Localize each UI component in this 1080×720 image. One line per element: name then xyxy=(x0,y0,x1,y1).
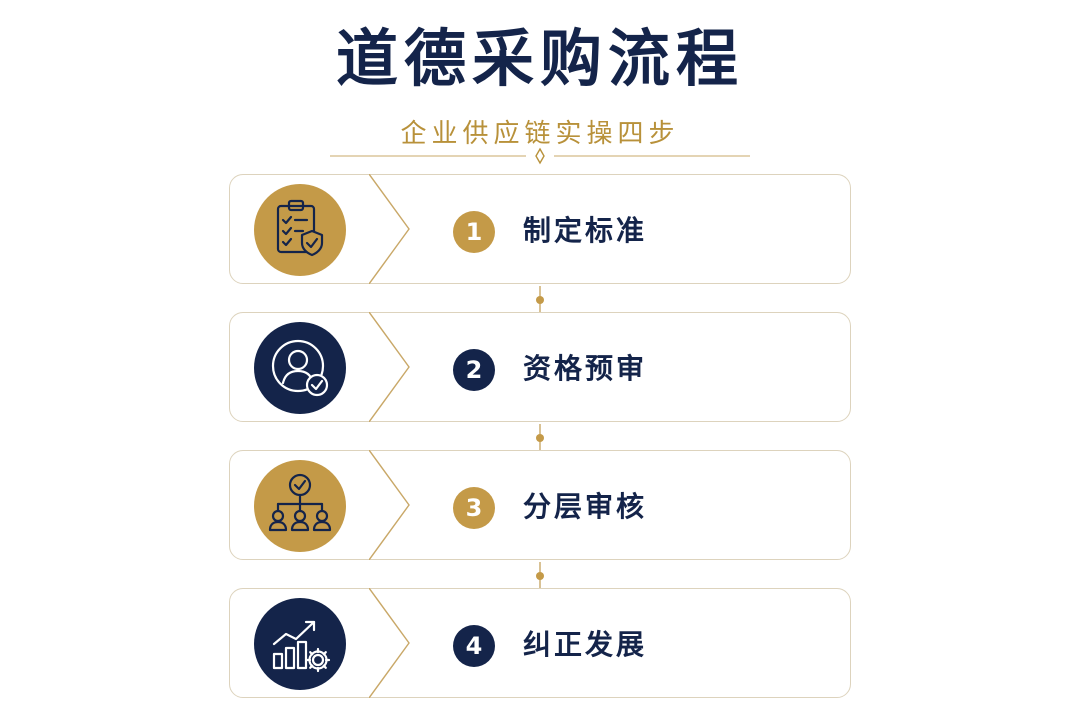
step-card-3[interactable]: 3 分层审核 xyxy=(229,450,851,560)
hierarchy-audit-icon xyxy=(254,460,346,552)
step-number-badge: 3 xyxy=(453,487,495,529)
growth-chart-gear-icon xyxy=(254,598,346,690)
chevron-divider xyxy=(369,174,410,284)
step-card-1[interactable]: 1 制定标准 xyxy=(229,174,851,284)
step-label: 纠正发展 xyxy=(523,628,648,661)
step-number-badge: 4 xyxy=(453,625,495,667)
step-number-badge: 2 xyxy=(453,349,495,391)
ornamental-divider xyxy=(330,147,750,165)
page-subtitle: 企业供应链实操四步 xyxy=(400,119,680,149)
step-connector xyxy=(536,286,544,316)
chevron-divider xyxy=(369,588,410,698)
chevron-divider xyxy=(369,312,410,422)
step-connector xyxy=(536,424,544,454)
step-connector xyxy=(536,562,544,592)
page-title: 道德采购流程 xyxy=(335,22,744,95)
clipboard-checklist-shield-icon xyxy=(254,184,346,276)
step-card-4[interactable]: 4 纠正发展 xyxy=(229,588,851,698)
step-number-badge: 1 xyxy=(453,211,495,253)
step-label: 资格预审 xyxy=(523,352,648,385)
chevron-divider xyxy=(369,450,410,560)
step-label: 分层审核 xyxy=(523,490,648,523)
step-label: 制定标准 xyxy=(523,214,648,247)
user-verified-icon xyxy=(254,322,346,414)
step-card-2[interactable]: 2 资格预审 xyxy=(229,312,851,422)
